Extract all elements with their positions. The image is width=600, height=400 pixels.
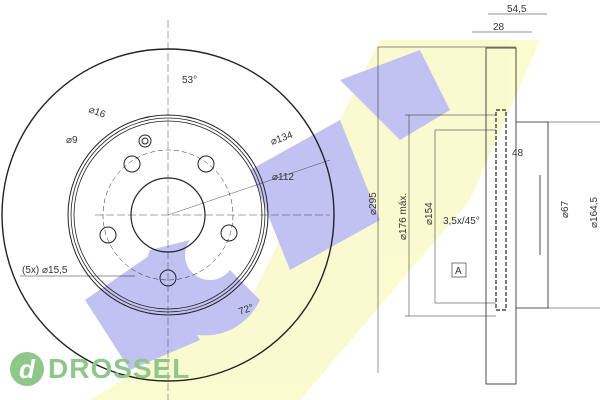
side-view <box>377 13 600 385</box>
bolt-hole <box>99 226 117 244</box>
height-48-label: 48 <box>512 148 524 159</box>
locating-hole <box>138 134 152 148</box>
drossel-logo-text: DROSSEL <box>48 353 191 384</box>
front-view <box>1 20 335 400</box>
angle-53-label: 53° <box>182 75 197 86</box>
bolt-hole <box>220 224 238 242</box>
disc-section <box>485 47 517 385</box>
dia-112-label: ⌀112 <box>272 172 294 183</box>
dia-67-label: ⌀67 <box>560 200 571 218</box>
cooling-vanes <box>495 109 507 311</box>
dia-164-5-label: ⌀164,5 <box>589 197 600 228</box>
datum-box <box>451 262 467 278</box>
dia-9-label: ⌀9 <box>66 135 78 146</box>
drossel-logo-mark: d <box>10 352 44 386</box>
dia-176-label: ⌀176 máx. <box>398 193 409 240</box>
angle-72-label: 72° <box>237 302 255 318</box>
datum-a-label: A <box>455 266 462 277</box>
dia-295-label: ⌀295 <box>368 192 379 215</box>
width-54-5-label: 54,5 <box>507 4 527 15</box>
bolt-holes-label: (5x) ⌀15,5 <box>22 265 68 276</box>
width-28-label: 28 <box>493 22 505 33</box>
dia-134-label: ⌀134 <box>269 130 295 148</box>
dia-154-label: ⌀154 <box>424 202 435 225</box>
icer-watermark <box>85 40 540 400</box>
bolt-hole <box>123 155 141 173</box>
bolt-hole <box>197 155 215 173</box>
chamfer-label: 3,5x/45° <box>443 216 480 227</box>
dia-16-label: ⌀16 <box>87 104 107 120</box>
side-view-dimensions: 54,5 28 ⌀295 ⌀176 máx. ⌀154 3,5x/45° 48 … <box>368 4 600 277</box>
hat-section <box>516 121 549 309</box>
drossel-logo: d DROSSEL <box>10 352 190 386</box>
